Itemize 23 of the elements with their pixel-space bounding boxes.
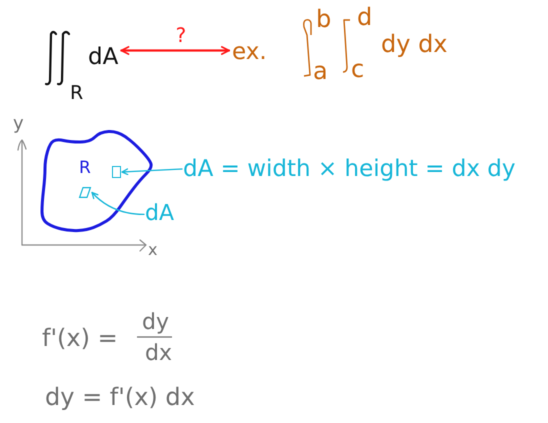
math-label: dA	[88, 46, 118, 68]
equation-text: dy = f'(x) dx	[45, 384, 195, 409]
limit-label: b	[316, 6, 332, 31]
example-label: ex.	[232, 40, 267, 64]
double-headed-arrow	[120, 46, 230, 55]
math-label: dA	[145, 203, 174, 226]
axis-label: y	[13, 115, 24, 133]
arrow	[91, 192, 145, 216]
subscript-label: R	[70, 84, 84, 103]
limit-label: d	[357, 4, 372, 29]
limit-label: c	[351, 56, 364, 81]
fraction-numerator: dy	[142, 312, 169, 334]
differentials-label: dy dx	[381, 32, 448, 56]
fraction-denominator: dx	[145, 343, 172, 366]
axis-label: x	[148, 242, 158, 258]
equation-text: f'(x) =	[42, 326, 118, 350]
formula-label: dA = width × height = dx dy	[183, 158, 516, 180]
area-element-square	[112, 166, 121, 178]
limit-label: a	[313, 58, 328, 83]
edge-label: ?	[176, 24, 186, 44]
arrow	[121, 168, 183, 176]
area-element-parallelogram	[79, 187, 91, 198]
region-label: R	[79, 160, 91, 177]
